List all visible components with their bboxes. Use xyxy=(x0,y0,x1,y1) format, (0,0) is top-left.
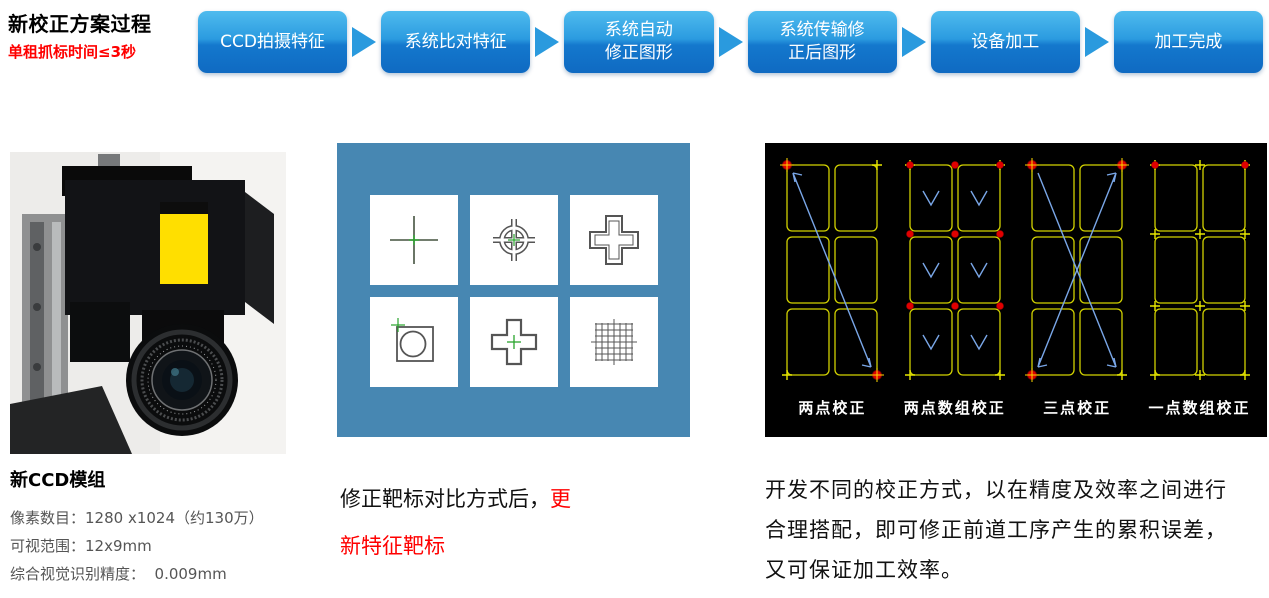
arrow-right-icon xyxy=(535,27,560,57)
flow-step-done: 加工完成 xyxy=(1113,11,1264,73)
calibration-group-three-point: 三点校正 xyxy=(1022,157,1132,418)
circle-cross-target-icon xyxy=(492,219,535,261)
ccd-module-info: 新CCD模组 像素数目：1280 x1024（约130万） 可视范围：12x9m… xyxy=(10,466,320,588)
grid-target-icon xyxy=(590,319,637,365)
target-cell xyxy=(569,195,658,285)
arrow-right-icon xyxy=(718,27,743,57)
page-title: 新校正方案过程 xyxy=(8,12,152,36)
flow-step-label: 系统比对特征 xyxy=(404,31,507,52)
middle-caption-red-text: 更 xyxy=(550,487,571,511)
target-cell xyxy=(469,297,558,387)
calibration-group-one-point-array: 一点数组校正 xyxy=(1145,157,1255,418)
ccd-spec-precision: 综合视觉识别精度： 0.009mm xyxy=(10,565,227,583)
arrow-right-icon xyxy=(352,27,377,57)
page-subtitle: 单租抓标时间≤3秒 xyxy=(8,43,137,61)
ccd-module-title: 新CCD模组 xyxy=(10,470,106,491)
calibration-group-two-point: 两点校正 xyxy=(777,157,887,418)
middle-caption-black-text: 修正靶标对比方式后， xyxy=(340,487,550,511)
header: 新校正方案过程 单租抓标时间≤3秒 xyxy=(8,8,193,62)
bold-plus-target-icon xyxy=(490,318,537,366)
ccd-spec-fov: 可视范围：12x9mm xyxy=(10,537,152,555)
calibration-group-label: 两点校正 xyxy=(798,399,867,417)
calibration-group-label: 三点校正 xyxy=(1043,399,1112,417)
middle-caption: 修正靶标对比方式后，更 新特征靶标 xyxy=(340,476,640,570)
calibration-group-label: 两点数组校正 xyxy=(903,399,1006,417)
two-point-calibration-figure xyxy=(780,158,885,382)
target-cell xyxy=(569,297,658,387)
arrow-right-icon xyxy=(901,27,926,57)
right-caption: 开发不同的校正方式，以在精度及效率之间进行 合理搭配，即可修正前道工序产生的累积… xyxy=(765,478,1227,582)
middle-caption-line2: 新特征靶标 xyxy=(340,534,445,558)
feature-targets-panel xyxy=(337,143,690,437)
flow-step-label: 加工完成 xyxy=(1154,31,1223,52)
calibration-group-two-point-array: 两点数组校正 xyxy=(900,157,1010,418)
calibration-modes-panel: 两点校正 xyxy=(765,143,1267,437)
target-cell xyxy=(369,297,458,387)
outlined-cross-target-icon xyxy=(588,215,639,265)
flow-step-auto-correct: 系统自动 修正图形 xyxy=(564,11,714,73)
flow-step-label: 设备加工 xyxy=(971,31,1040,52)
two-point-array-calibration-figure xyxy=(904,160,1005,380)
middle-caption-line1: 修正靶标对比方式后，更 xyxy=(340,476,640,523)
flow-step-transfer: 系统传输修 正后图形 xyxy=(747,11,897,73)
ccd-camera-photo xyxy=(10,152,286,454)
target-cell xyxy=(369,195,458,285)
one-point-array-calibration-figure xyxy=(1149,160,1250,380)
target-cell xyxy=(469,195,558,285)
arrow-right-icon xyxy=(1084,27,1109,57)
process-flow: CCD拍摄特征 系统比对特征 系统自动 修正图形 系统传输修 正后图形 设备加工… xyxy=(198,11,1264,73)
ccd-spec-pixels: 像素数目：1280 x1024（约130万） xyxy=(10,509,264,527)
flow-step-label: 系统自动 修正图形 xyxy=(604,20,673,63)
square-circle-target-icon xyxy=(390,318,434,362)
three-point-calibration-figure xyxy=(1025,158,1130,382)
flow-step-machining: 设备加工 xyxy=(930,11,1080,73)
flow-step-label: CCD拍摄特征 xyxy=(220,31,325,52)
flow-step-label: 系统传输修 正后图形 xyxy=(779,20,865,63)
cross-target-icon xyxy=(389,216,438,264)
flow-step-ccd-capture: CCD拍摄特征 xyxy=(198,11,348,73)
flow-step-compare: 系统比对特征 xyxy=(381,11,531,73)
calibration-group-label: 一点数组校正 xyxy=(1148,399,1251,417)
